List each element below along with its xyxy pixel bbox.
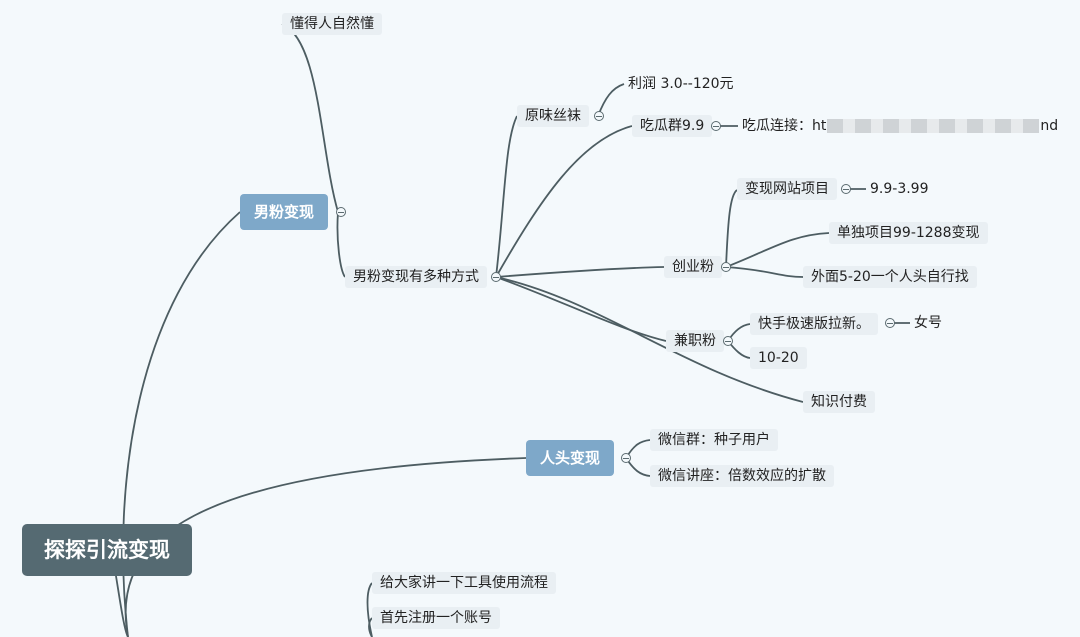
- node-wechat-group[interactable]: 微信群：种子用户: [650, 429, 778, 451]
- collapse-toggle-icon[interactable]: [841, 184, 851, 194]
- node-head-cash[interactable]: 人头变现: [526, 440, 615, 476]
- link-male-to-top-note: [281, 23, 339, 213]
- link-startup-to-outside: [725, 266, 804, 278]
- node-melon-group[interactable]: 吃瓜群9.9: [632, 115, 713, 137]
- node-knowledge-pay[interactable]: 知识付费: [803, 391, 875, 413]
- link-root-to-bottom: [114, 569, 129, 637]
- link-bottom-to-tool: [366, 582, 373, 637]
- link-ways-to-startup: [495, 266, 665, 278]
- collapse-toggle-icon[interactable]: [491, 272, 501, 282]
- node-female-account[interactable]: 女号: [914, 315, 942, 331]
- node-wechat-lecture[interactable]: 微信讲座：倍数效应的扩散: [650, 465, 834, 487]
- collapse-toggle-icon[interactable]: [723, 336, 733, 346]
- link-male-to-ways: [336, 211, 346, 278]
- blurred-url-redaction: [827, 119, 1040, 133]
- melon-link-suffix: nd: [1040, 118, 1059, 134]
- node-male-fans[interactable]: 男粉变现: [240, 194, 329, 230]
- node-register-account[interactable]: 首先注册一个账号: [372, 607, 500, 629]
- link-ways-to-parttime: [495, 276, 667, 342]
- collapse-toggle-icon[interactable]: [721, 262, 731, 272]
- node-silk-profit[interactable]: 利润 3.0--120元: [628, 76, 734, 92]
- node-outside-price[interactable]: 外面5-20一个人头自行找: [803, 266, 977, 288]
- collapse-toggle-icon[interactable]: [336, 207, 346, 217]
- collapse-toggle-icon[interactable]: [711, 121, 721, 131]
- node-tool-flow[interactable]: 给大家讲一下工具使用流程: [372, 572, 556, 594]
- node-top-note[interactable]: 懂得人自然懂: [282, 13, 382, 35]
- node-parttime-fans[interactable]: 兼职粉: [666, 330, 724, 352]
- node-male-fans-ways[interactable]: 男粉变现有多种方式: [345, 266, 487, 288]
- node-parttime-range[interactable]: 10-20: [750, 347, 807, 369]
- link-bottom-to-register: [368, 617, 373, 637]
- collapse-toggle-icon[interactable]: [594, 111, 604, 121]
- collapse-toggle-icon[interactable]: [885, 318, 895, 328]
- root-node[interactable]: 探探引流变现: [22, 524, 192, 576]
- link-startup-to-single: [725, 232, 830, 268]
- node-site-price[interactable]: 9.9-3.99: [870, 181, 929, 197]
- node-startup-fans[interactable]: 创业粉: [664, 256, 722, 278]
- node-site-project[interactable]: 变现网站项目: [737, 178, 837, 200]
- node-single-project[interactable]: 单独项目99-1288变现: [829, 222, 988, 244]
- link-startup-to-site: [725, 189, 738, 268]
- link-root-to-head-cash: [124, 457, 527, 637]
- link-ways-to-melon: [495, 125, 633, 278]
- melon-link-prefix: 吃瓜连接：ht: [742, 118, 827, 134]
- node-kuaishou[interactable]: 快手极速版拉新。: [750, 313, 878, 335]
- node-silk-stockings[interactable]: 原味丝袜: [517, 105, 589, 127]
- link-ways-to-silk: [495, 115, 518, 278]
- link-ways-to-knowledge: [495, 276, 804, 403]
- node-melon-link[interactable]: 吃瓜连接：ht nd: [738, 115, 1062, 137]
- collapse-toggle-icon[interactable]: [621, 453, 631, 463]
